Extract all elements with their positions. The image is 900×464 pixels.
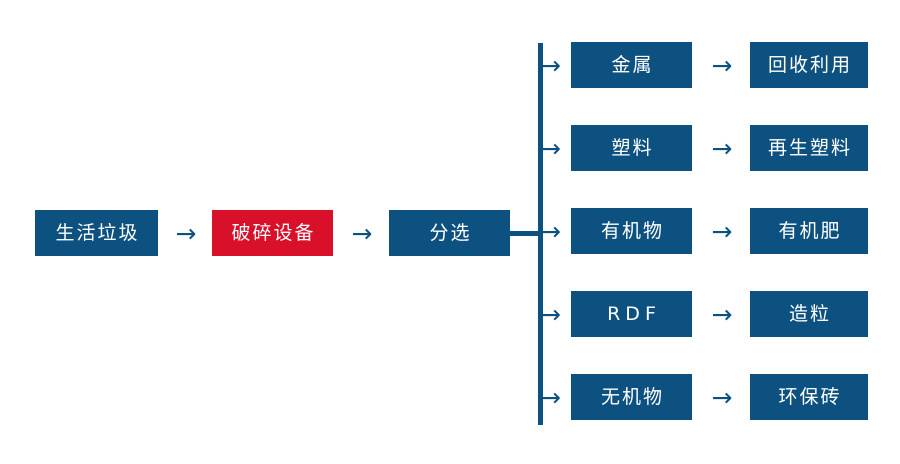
arrow-right-icon-inorganic-to-product: → xyxy=(711,382,733,412)
arrow-right-icon-msw-to-shredder: → xyxy=(175,218,197,248)
arrow-right-icon-shredder-to-sorting: → xyxy=(351,218,373,248)
arrow-right-icon-organic-to-product: → xyxy=(711,216,733,246)
node-shredder[interactable]: 破碎设备 xyxy=(212,210,333,256)
node-msw[interactable]: 生活垃圾 xyxy=(35,210,158,256)
branch-spine-line xyxy=(538,43,543,425)
node-fraction-organic[interactable]: 有机物 xyxy=(571,208,692,254)
node-product-pelletizing[interactable]: 造粒 xyxy=(750,291,868,337)
branch-arrow-right-icon-row-1: → xyxy=(540,50,561,80)
arrow-right-icon-metal-to-product: → xyxy=(711,50,733,80)
node-fraction-plastic[interactable]: 塑料 xyxy=(571,125,692,171)
node-sorting[interactable]: 分选 xyxy=(389,210,510,256)
arrow-right-icon-rdf-to-product: → xyxy=(711,299,733,329)
branch-arrow-right-icon-row-3: → xyxy=(540,216,561,246)
node-fraction-rdf[interactable]: RDF xyxy=(571,291,692,337)
node-product-recycled-plastic[interactable]: 再生塑料 xyxy=(750,125,868,171)
node-product-organic-fertilizer[interactable]: 有机肥 xyxy=(750,208,868,254)
branch-arrow-right-icon-row-2: → xyxy=(540,133,561,163)
arrow-right-icon-plastic-to-product: → xyxy=(711,133,733,163)
node-fraction-metal[interactable]: 金属 xyxy=(571,42,692,88)
branch-arrow-right-icon-row-5: → xyxy=(540,382,561,412)
node-product-eco-brick[interactable]: 环保砖 xyxy=(750,374,868,420)
node-fraction-inorganic[interactable]: 无机物 xyxy=(571,374,692,420)
connector-sorting-to-spine xyxy=(510,231,540,236)
node-product-recycling[interactable]: 回收利用 xyxy=(750,42,868,88)
branch-arrow-right-icon-row-4: → xyxy=(540,299,561,329)
